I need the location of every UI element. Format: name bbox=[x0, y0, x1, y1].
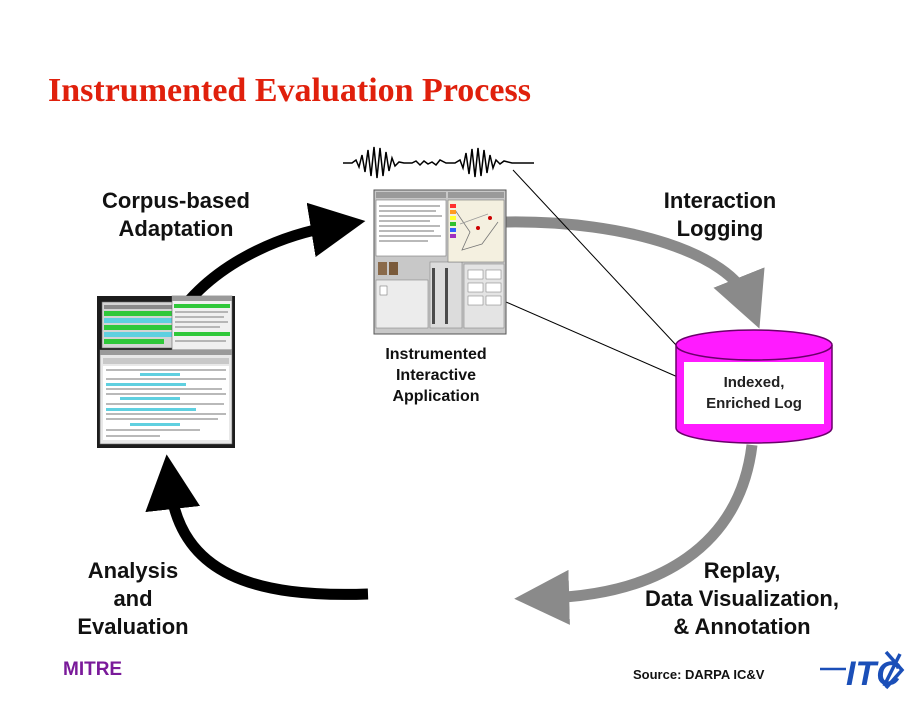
stage-label-line: Corpus-based bbox=[102, 188, 250, 213]
caption-line: Application bbox=[392, 388, 480, 405]
stage-label-line: Replay, bbox=[703, 558, 781, 583]
database-label-line: Enriched Log bbox=[706, 395, 802, 412]
source-credit: Source: DARPA IC&V bbox=[633, 667, 765, 682]
caption-line: Interactive bbox=[395, 367, 477, 384]
stage-label-line: Data Visualization, bbox=[645, 586, 839, 611]
page-title: Instrumented Evaluation Process bbox=[48, 72, 531, 109]
stage-label-line: Evaluation bbox=[77, 614, 189, 639]
stage-analysis-evaluation: Analysis and Evaluation bbox=[33, 557, 233, 641]
database-label-line: Indexed, bbox=[723, 374, 785, 391]
arrow-interaction-logging bbox=[504, 216, 765, 329]
stage-label-line: Adaptation bbox=[118, 216, 234, 241]
stage-label-line: Logging bbox=[676, 216, 764, 241]
app-caption: Instrumented Interactive Application bbox=[346, 344, 526, 407]
caption-line: Instrumented bbox=[385, 346, 487, 363]
analysis-tool-screenshot-thumbnail bbox=[97, 295, 235, 448]
arrow-replay bbox=[514, 444, 758, 625]
itc-logo: ITC bbox=[820, 650, 905, 693]
database-label: Indexed, Enriched Log bbox=[684, 372, 824, 414]
stage-label-line: and bbox=[113, 586, 153, 611]
stage-replay-visualization: Replay, Data Visualization, & Annotation bbox=[600, 557, 884, 641]
stage-interaction-logging: Interaction Logging bbox=[590, 187, 850, 243]
stage-label-line: & Annotation bbox=[673, 614, 811, 639]
stage-corpus-adaptation: Corpus-based Adaptation bbox=[56, 187, 296, 243]
log-database bbox=[675, 329, 833, 444]
arrow-analysis bbox=[145, 454, 369, 600]
stage-label-line: Interaction bbox=[663, 188, 777, 213]
org-logo-text: MITRE bbox=[63, 659, 123, 680]
stage-label-line: Analysis bbox=[87, 558, 179, 583]
app-screenshot-thumbnail bbox=[373, 189, 507, 335]
waveform-icon bbox=[343, 146, 534, 179]
